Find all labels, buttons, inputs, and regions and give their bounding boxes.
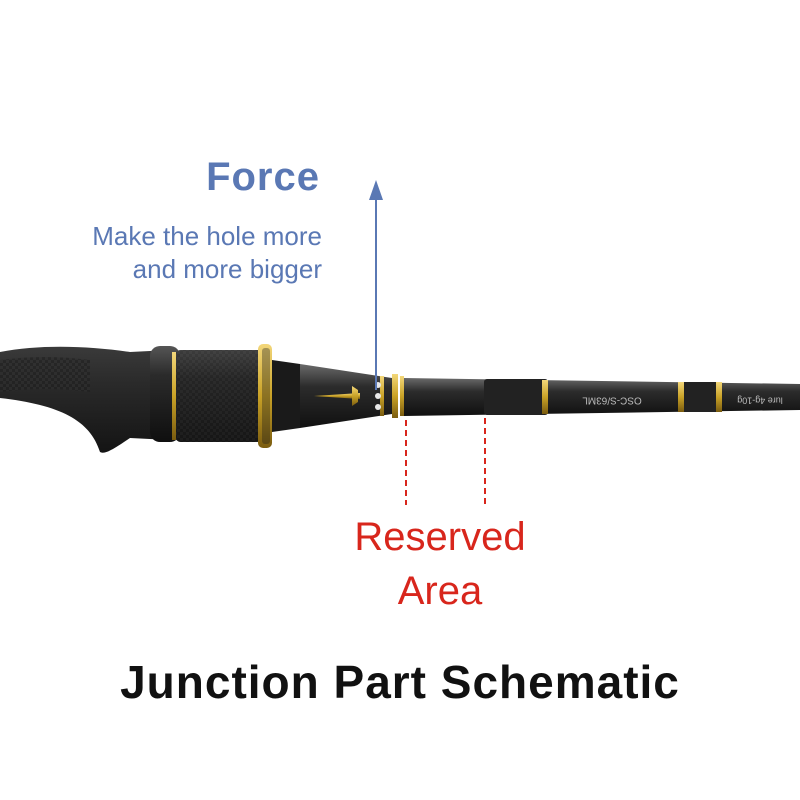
rod-model-print: OSC-S/63ML [582, 394, 642, 405]
reserved-area-line-1: Reserved [354, 515, 526, 559]
force-description-line-1: Make the hole more [92, 221, 322, 251]
force-title: Force [206, 155, 320, 199]
reel-seat [150, 344, 272, 448]
rod-handle [0, 346, 170, 453]
diagram-caption: Junction Part Schematic [120, 656, 680, 708]
reserved-area-markers [405, 418, 486, 505]
rod-blank: OSC-S/63ML lure 4g-10g [404, 378, 800, 416]
force-arrow [369, 180, 383, 390]
rod-lure-spec-print: lure 4g-10g [737, 396, 783, 406]
force-description: Make the hole more and more bigger [20, 220, 322, 286]
force-description-line-2: and more bigger [132, 254, 322, 284]
reserved-area-label: Reserved Area [330, 510, 550, 618]
reserved-area-line-2: Area [397, 569, 483, 613]
junction-fitting [272, 360, 404, 432]
